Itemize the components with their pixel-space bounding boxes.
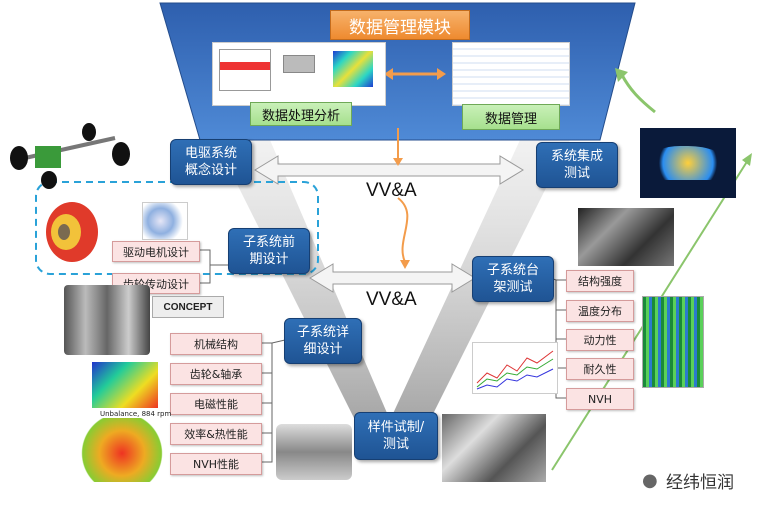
bench-bracket	[544, 275, 566, 399]
temperature-spectrogram	[642, 296, 704, 388]
bench-rig-photo	[578, 208, 674, 266]
test-line-chart	[472, 342, 558, 394]
vva-label-top: VV&A	[366, 180, 417, 201]
color-contour-thumbnail	[333, 51, 373, 87]
detail-item-nvh: NVH性能	[170, 453, 262, 475]
data-management-label: 数据管理	[462, 104, 560, 130]
bench-item-temperature: 温度分布	[566, 300, 634, 322]
bench-item-power: 动力性	[566, 329, 634, 351]
data-management-screenshot	[452, 42, 570, 106]
orange-arrowhead-2	[400, 260, 410, 269]
data-processing-label: 数据处理分析	[250, 102, 352, 126]
red-plot-thumbnail	[219, 49, 271, 91]
detail-bracket	[260, 339, 286, 463]
double-arrow-top	[254, 155, 524, 185]
detail-item-gear-bearing: 齿轮&轴承	[170, 363, 262, 385]
motor-cad-thumbnail	[142, 202, 188, 240]
detail-item-mechanical: 机械结构	[170, 333, 262, 355]
line-chart-traces	[476, 350, 554, 390]
gray-block-thumbnail	[283, 55, 315, 73]
drivetrain-image	[10, 123, 130, 189]
orange-double-arrow-left-head	[384, 68, 393, 80]
prototype-test-box: 样件试制/ 测试	[354, 412, 438, 460]
motor-image	[46, 202, 98, 262]
early-design-box: 子系统前 期设计	[228, 228, 310, 274]
v-shape	[215, 140, 570, 460]
green-curved-arrow	[620, 74, 656, 114]
wechat-icon: ●	[642, 470, 658, 491]
system-integration-test-box: 系统集成 测试	[536, 142, 618, 188]
prototype-test-photo	[442, 414, 546, 482]
bench-item-strength: 结构强度	[566, 270, 634, 292]
contour-caption: Unbalance, 884 rpm	[100, 410, 172, 418]
motor-thermal-image	[78, 418, 166, 482]
prototype-motor-photo	[276, 424, 352, 480]
detail-design-box: 子系统详 细设计	[284, 318, 362, 364]
orange-arrowhead-1	[393, 158, 403, 166]
orange-arrow-2	[397, 197, 409, 263]
bearing-stress-plot	[92, 362, 158, 408]
orange-double-arrow-right-head	[437, 68, 446, 80]
detail-item-electromagnetic: 电磁性能	[170, 393, 262, 415]
early-item-motor: 驱动电机设计	[112, 241, 200, 262]
double-arrow-middle	[309, 263, 476, 293]
bench-item-nvh: NVH	[566, 388, 634, 410]
data-module-title: 数据管理模块	[330, 10, 470, 40]
vva-label-middle: VV&A	[366, 289, 417, 310]
green-diagonal-arrowhead	[742, 153, 752, 166]
car-glow	[650, 146, 726, 180]
detail-item-efficiency-thermal: 效率&热性能	[170, 423, 262, 445]
wireframe-car-image	[640, 128, 736, 198]
concept-logo: CONCEPT	[152, 296, 224, 318]
gearbox-cutaway-image	[64, 285, 150, 355]
early-bracket	[198, 249, 228, 284]
data-processing-screenshot	[212, 42, 386, 106]
concept-design-box: 电驱系统 概念设计	[170, 139, 252, 185]
bench-test-box: 子系统台 架测试	[472, 256, 554, 302]
green-curved-arrowhead	[615, 68, 628, 82]
bench-item-durability: 耐久性	[566, 358, 634, 380]
watermark-text: 经纬恒润	[666, 473, 734, 493]
